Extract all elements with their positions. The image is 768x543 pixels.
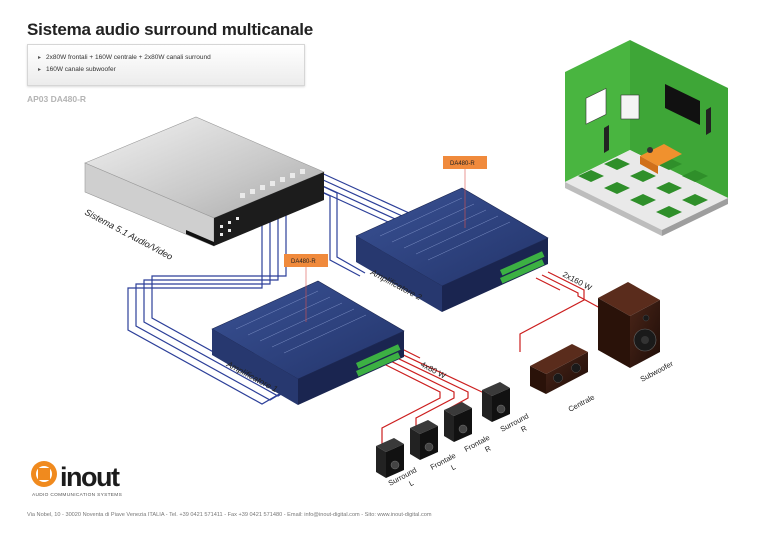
logo-tagline: AUDIO COMMUNICATION SYSTEMS bbox=[32, 492, 122, 498]
svg-text:Frontale L: Frontale L bbox=[429, 450, 464, 481]
spec-item: 2x80W frontali + 160W centrale + 2x80W c… bbox=[38, 52, 304, 64]
speaker-frontale-r bbox=[444, 402, 472, 442]
tag-amp2-box bbox=[443, 156, 487, 169]
tag-amp2: DA480-R bbox=[450, 161, 475, 167]
room-tv bbox=[665, 84, 700, 125]
amplifier-2 bbox=[355, 187, 549, 312]
label-subwoofer: Subwoofer bbox=[639, 359, 675, 384]
model-code: AP03 DA480-R bbox=[27, 94, 87, 104]
source-front-connectors bbox=[220, 169, 305, 236]
amplifier-1 bbox=[211, 280, 405, 405]
label-frontale-l-side: L bbox=[449, 462, 457, 472]
speaker-frontale-l bbox=[410, 420, 438, 460]
footer-contact: Via Nobel, 10 - 30020 Noventa di Piave V… bbox=[27, 512, 432, 518]
tag-amp1-box bbox=[284, 254, 328, 267]
av-source-unit bbox=[84, 116, 325, 247]
home-theatre-room-illustration bbox=[565, 40, 728, 236]
svg-text:Frontale R: Frontale R bbox=[463, 432, 498, 463]
specs-box: 2x80W frontali + 160W centrale + 2x80W c… bbox=[27, 44, 305, 86]
label-surround-r-side: R bbox=[519, 423, 529, 434]
logo-brand: inout bbox=[60, 462, 120, 492]
speaker-subwoofer bbox=[598, 282, 660, 368]
room-floor-checker bbox=[578, 158, 708, 218]
label-frontale-r-side: R bbox=[483, 443, 493, 454]
room-sofa bbox=[640, 144, 682, 166]
amp2-panel-lines bbox=[379, 197, 511, 261]
room-picture-1 bbox=[585, 87, 607, 125]
amp2-terminals bbox=[499, 251, 545, 284]
inout-logo: inout AUDIO COMMUNICATION SYSTEMS bbox=[31, 461, 122, 498]
speaker-surround-r bbox=[482, 382, 510, 422]
room-picture-2 bbox=[620, 94, 640, 120]
tag-amp1: DA480-R bbox=[291, 259, 316, 265]
label-surround-l-side: L bbox=[407, 478, 415, 488]
page-title: Sistema audio surround multicanale bbox=[27, 20, 314, 39]
amp1-panel-lines bbox=[235, 290, 367, 354]
speaker-centrale bbox=[530, 344, 588, 394]
spec-item: 160W canale subwoofer bbox=[38, 64, 304, 76]
label-centrale: Centrale bbox=[567, 393, 596, 414]
amp1-terminals bbox=[356, 344, 401, 377]
speaker-surround-l bbox=[376, 438, 404, 478]
